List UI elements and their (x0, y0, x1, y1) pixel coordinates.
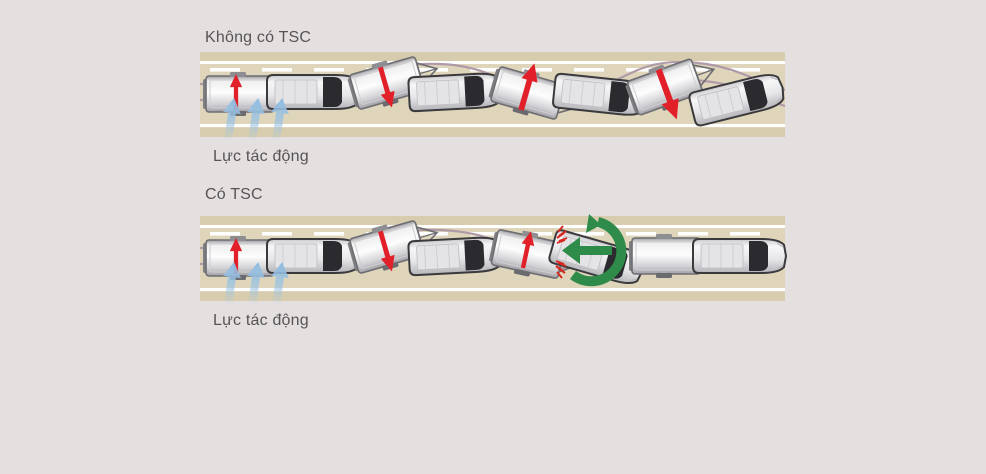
scene-label-with-tsc: Có TSC (205, 186, 263, 203)
force-label-without-tsc: Lực tác động (213, 148, 309, 165)
rotation-arrow-icon (569, 217, 627, 287)
force-arrows-with-tsc (219, 260, 291, 306)
lane-edge-line-top (200, 61, 785, 64)
lane-edge-line-bottom (200, 288, 785, 291)
lane-edge-line-bottom (200, 124, 785, 127)
lane-edge-line-top (200, 225, 785, 228)
scene-label-without-tsc: Không có TSC (205, 29, 312, 46)
tow-car-2 (407, 235, 504, 277)
force-arrows-without-tsc (219, 96, 291, 142)
tow-car-4 (692, 238, 787, 274)
tow-car-2 (407, 71, 504, 113)
brake-indicators (555, 225, 568, 279)
tsc-control-arrows (562, 214, 627, 287)
counter-thrust-arrow-icon (562, 237, 612, 264)
force-label-with-tsc: Lực tác động (213, 312, 309, 329)
scene-with-tsc (199, 210, 787, 306)
scene-without-tsc (199, 46, 788, 142)
rotation-arrow-head (586, 214, 601, 233)
